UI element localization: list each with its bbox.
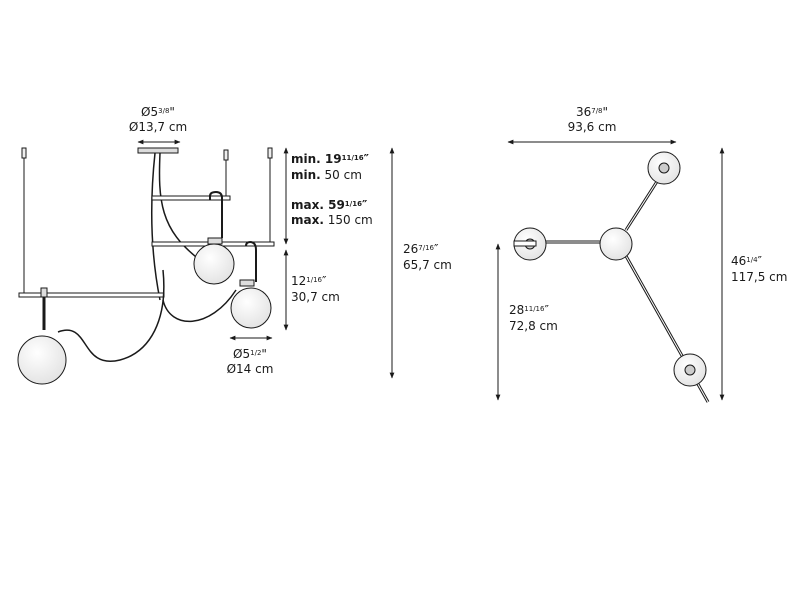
depth-metric-label: 117,5 cm [731, 270, 788, 284]
globe-upper [193, 243, 235, 285]
max-metric-label: max. 150 cm [291, 213, 373, 227]
body-height-imperial-label: 267/16″ [403, 242, 439, 256]
cable [162, 289, 237, 323]
cable [57, 269, 165, 363]
offset-imperial-label: 2811/16″ [509, 303, 549, 317]
canopy-metric-label: Ø13,7 cm [128, 120, 188, 134]
canopy [137, 147, 179, 154]
globe-imperial-label: Ø51/2" [233, 347, 267, 361]
body-height-metric-label: 65,7 cm [403, 258, 452, 272]
top-view [495, 139, 725, 403]
globe-metric-label: Ø14 cm [226, 362, 274, 376]
canopy-top [599, 227, 633, 261]
min-metric-label: min. 50 cm [291, 168, 362, 182]
width-imperial-label: 367/8" [575, 105, 609, 119]
depth-imperial-label: 461/4″ [731, 254, 763, 268]
offset-metric-label: 72,8 cm [509, 319, 558, 333]
min-imperial-label: min. 1911/16″ [291, 152, 370, 166]
globe-lower [17, 335, 67, 385]
cable [158, 152, 201, 261]
drop-metric-label: 30,7 cm [291, 290, 340, 304]
globe-middle [230, 287, 272, 329]
front-view [17, 139, 395, 385]
cable [150, 152, 161, 301]
max-imperial-label: max. 591/16″ [291, 198, 368, 212]
canopy-imperial-label: Ø53/8" [141, 105, 175, 119]
width-metric-label: 93,6 cm [567, 120, 617, 134]
arm-upper [151, 195, 231, 201]
drop-imperial-label: 121/16″ [291, 274, 327, 288]
